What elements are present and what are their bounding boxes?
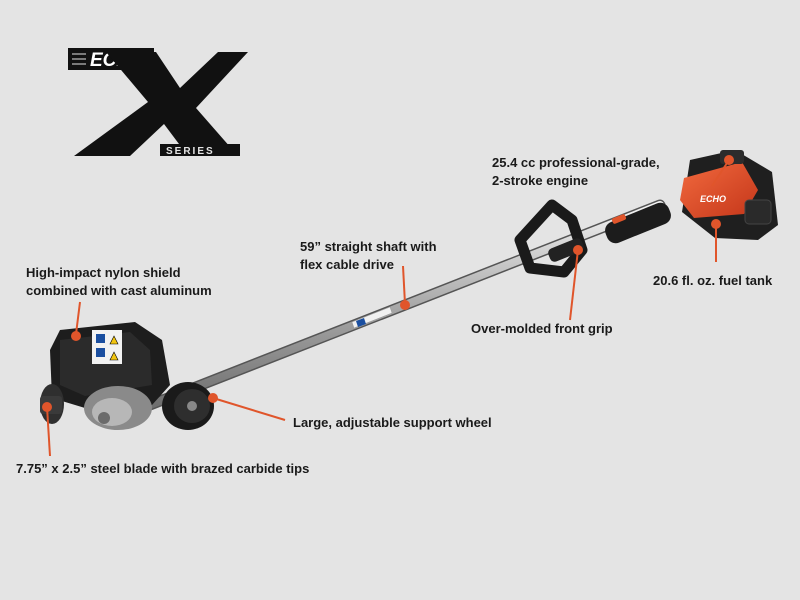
cast-aluminum-gearbox	[84, 386, 152, 430]
svg-text:ECHO: ECHO	[700, 194, 726, 204]
grip-leader-line	[569, 249, 579, 321]
callout-markers	[42, 155, 734, 457]
support-wheel-callout-line1: Large, adjustable support wheel	[293, 415, 492, 430]
shaft-callout-line2: flex cable drive	[300, 257, 394, 272]
shaft-marker	[400, 300, 410, 310]
front-grip	[514, 199, 588, 278]
blade-leader-line	[46, 406, 51, 457]
shield-callout: High-impact nylon shield combined with c…	[26, 264, 212, 300]
grip-marker	[573, 245, 583, 255]
shaft-callout: 59” straight shaft with flex cable drive	[300, 238, 437, 274]
shield-marker	[71, 331, 81, 341]
x-letter-shape	[74, 52, 248, 156]
series-text: SERIES	[166, 146, 215, 157]
engine-leader-line	[711, 159, 730, 187]
echo-x-series-logo: ECHO SERIES	[68, 48, 258, 160]
engine-marker	[724, 155, 734, 165]
fuel-tank-marker	[711, 219, 721, 229]
shaft-callout-line1: 59” straight shaft with	[300, 239, 437, 254]
wheel-leader-line	[212, 397, 286, 421]
engine-callout-line1: 25.4 cc professional-grade,	[492, 155, 660, 170]
shaft-leader-line	[402, 265, 406, 305]
nylon-shield	[50, 322, 170, 408]
front-grip-callout: Over-molded front grip	[471, 320, 613, 338]
blade-callout-line1: 7.75” x 2.5” steel blade with brazed car…	[16, 461, 310, 476]
wheel-marker	[208, 393, 218, 403]
blade-marker	[42, 402, 52, 412]
shield-leader-line	[75, 301, 81, 335]
fuel-tank-callout-line1: 20.6 fl. oz. fuel tank	[653, 273, 773, 288]
front-grip-callout-line1: Over-molded front grip	[471, 321, 613, 336]
blade-callout: 7.75” x 2.5” steel blade with brazed car…	[16, 460, 309, 478]
support-wheel-callout: Large, adjustable support wheel	[293, 414, 492, 432]
shield-callout-line1: High-impact nylon shield	[26, 265, 181, 280]
engine-callout: 25.4 cc professional-grade, 2-stroke eng…	[492, 154, 660, 190]
rear-handle	[605, 202, 671, 244]
fuel-tank-callout: 20.6 fl. oz. fuel tank	[653, 272, 772, 290]
engine-callout-line2: 2-stroke engine	[492, 173, 589, 188]
engine: ECHO	[680, 150, 778, 240]
shield-callout-line2: combined with cast aluminum	[26, 283, 212, 298]
support-wheel	[162, 382, 214, 430]
